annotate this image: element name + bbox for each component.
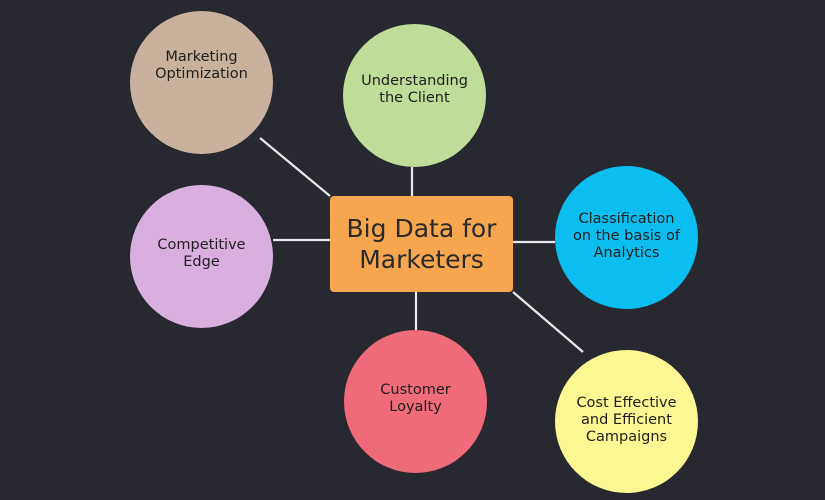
node-customer-loyalty: Customer Loyalty: [344, 330, 487, 473]
node-competitive-edge: Competitive Edge: [130, 185, 273, 328]
node-label: Competitive Edge: [157, 236, 246, 270]
connector-marketing-optimization: [259, 137, 331, 197]
node-label: Understanding the Client: [361, 72, 468, 106]
node-label: Marketing Optimization: [155, 48, 248, 82]
connector-cost-effective: [512, 291, 584, 353]
node-classification-analytics: Classification on the basis of Analytics: [555, 166, 698, 309]
node-label: Classification on the basis of Analytics: [573, 211, 680, 261]
center-topic-label: Big Data for Marketers: [346, 214, 497, 274]
node-understanding-the-client: Understanding the Client: [343, 24, 486, 167]
node-label: Customer Loyalty: [380, 381, 451, 415]
node-cost-effective-campaigns: Cost Effective and Efficient Campaigns: [555, 350, 698, 493]
center-topic-box: Big Data for Marketers: [330, 196, 513, 292]
node-label: Cost Effective and Efficient Campaigns: [576, 395, 677, 445]
node-marketing-optimization: Marketing Optimization: [130, 11, 273, 154]
